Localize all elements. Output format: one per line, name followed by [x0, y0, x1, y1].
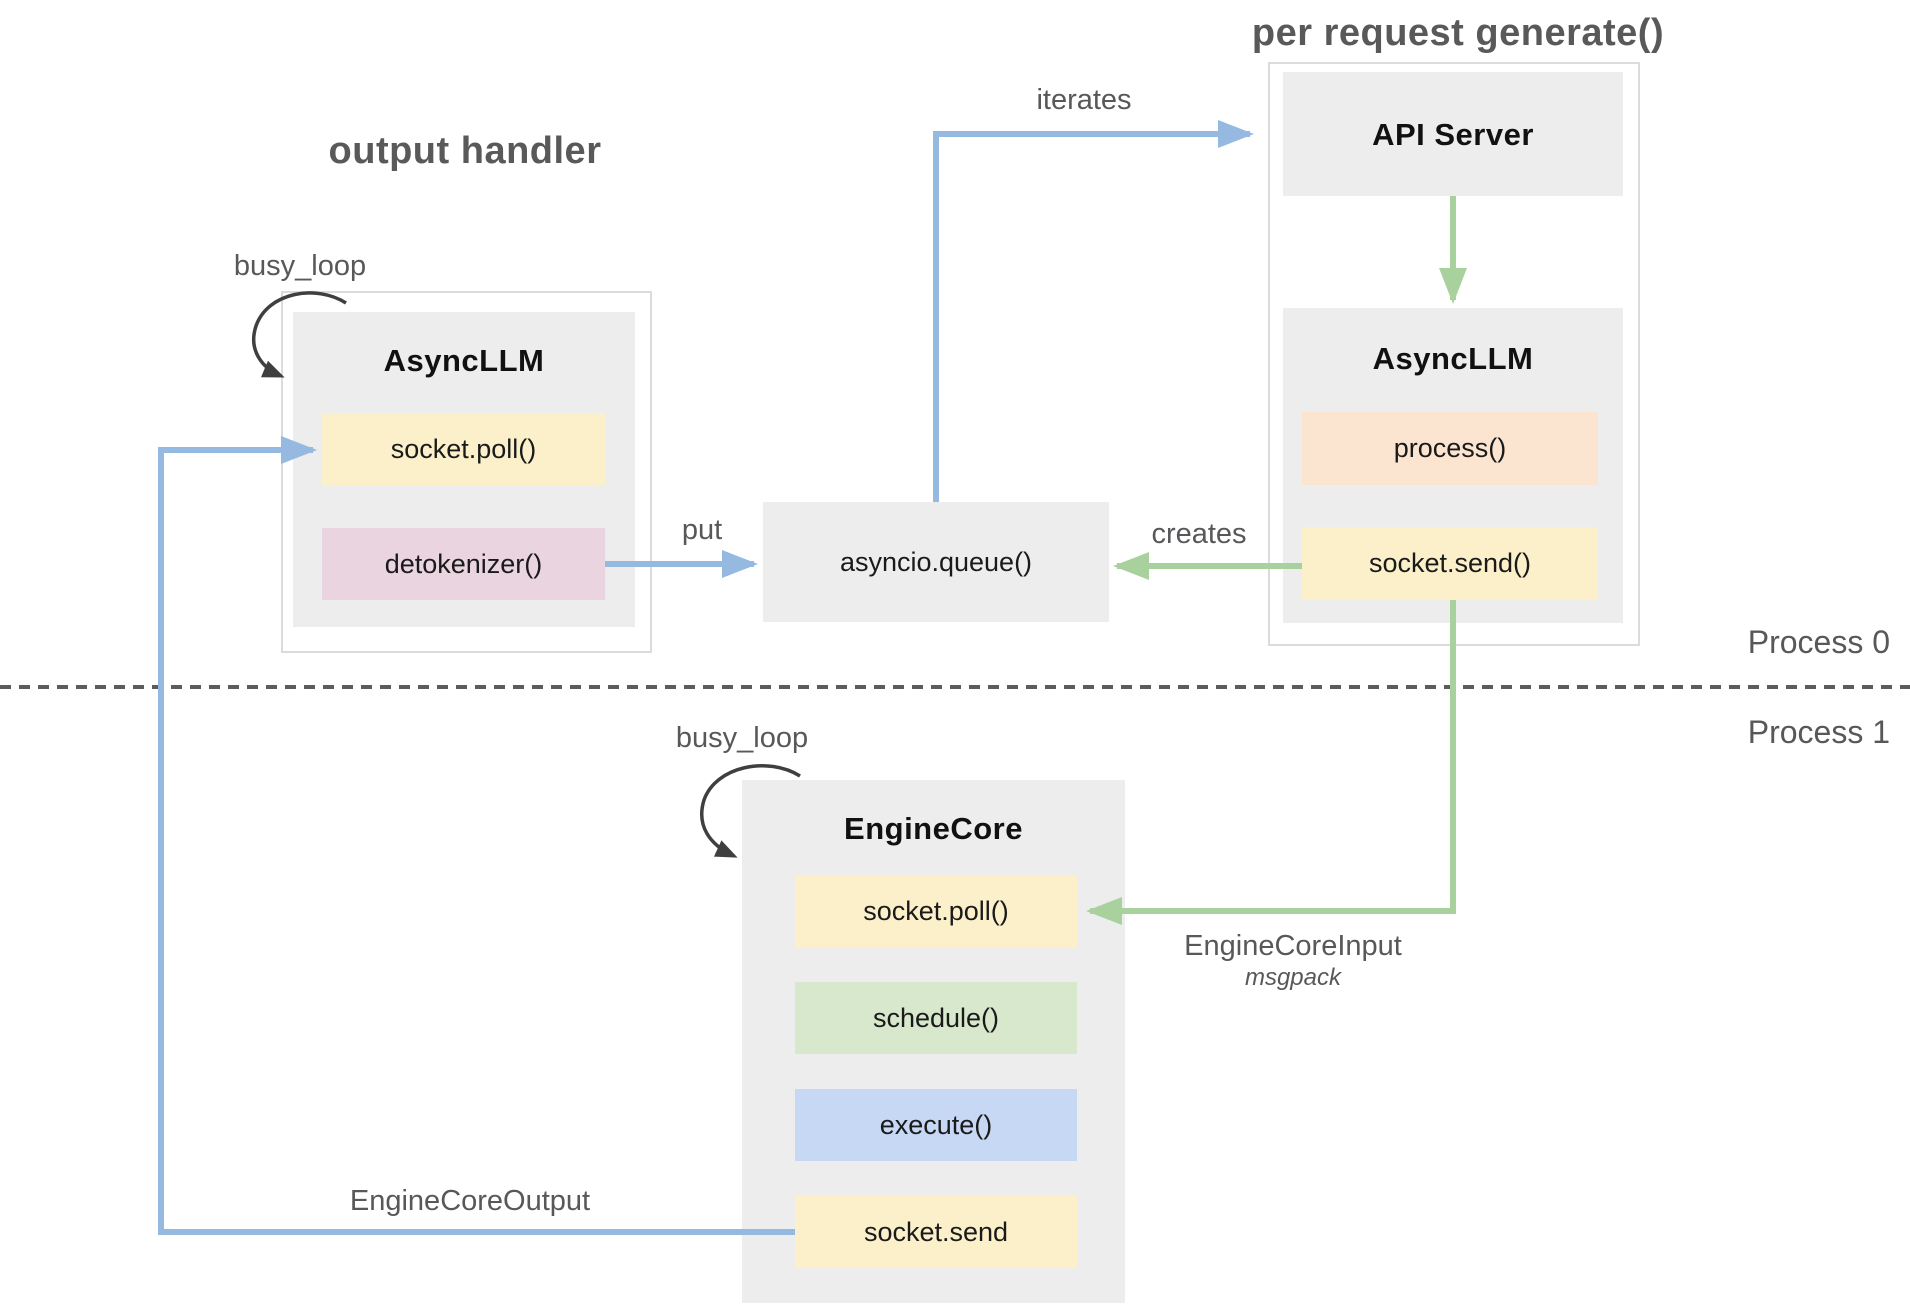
arrow-engine-core-input: [1086, 600, 1456, 925]
process-0-label: Process 0: [1747, 624, 1890, 660]
iterates-label: iterates: [1036, 84, 1132, 116]
busy-loop-label-left: busy_loop: [233, 250, 367, 282]
busy-loop-arrow-bottom: [700, 764, 801, 858]
arrow-iterates: [933, 120, 1254, 502]
process-divider-dashed-line: [0, 685, 1910, 689]
msgpack-label: msgpack: [1244, 964, 1342, 991]
per-request-generate-title: per request generate(): [1251, 12, 1665, 54]
method-ec-execute: execute(): [795, 1089, 1077, 1161]
busy-loop-label-bottom: busy_loop: [675, 722, 809, 754]
process-1-label: Process 1: [1747, 714, 1890, 750]
method-ec-socket-send: socket.send: [795, 1196, 1077, 1268]
creates-label: creates: [1151, 518, 1247, 550]
engine-core-input-label: EngineCoreInput: [1184, 930, 1402, 962]
node-asyncio-queue: asyncio.queue(): [763, 502, 1109, 622]
arrow-engine-core-output: [158, 436, 795, 1235]
method-socket-poll-left: socket.poll(): [322, 413, 605, 485]
node-async-llm-left-title: AsyncLLM: [383, 343, 545, 378]
method-ec-schedule: schedule(): [795, 982, 1077, 1054]
output-handler-title: output handler: [328, 130, 602, 172]
node-api-server-title: API Server: [1372, 117, 1534, 152]
engine-core-output-label: EngineCoreOutput: [349, 1185, 591, 1217]
method-process: process(): [1302, 412, 1598, 485]
method-detokenizer: detokenizer(): [322, 528, 605, 600]
method-socket-send-right: socket.send(): [1302, 527, 1598, 600]
node-api-server: [1283, 72, 1623, 196]
busy-loop-arrow-left: [251, 291, 347, 378]
method-ec-socket-poll: socket.poll(): [795, 875, 1077, 947]
node-async-llm-right-title: AsyncLLM: [1372, 341, 1534, 376]
put-label: put: [681, 514, 723, 546]
node-engine-core-title: EngineCore: [844, 811, 1023, 846]
